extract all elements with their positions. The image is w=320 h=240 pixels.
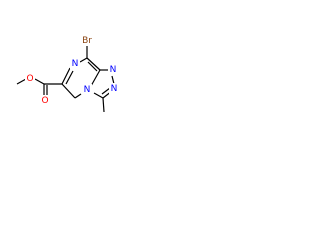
atom-n-triazole-2: N (111, 84, 118, 94)
bond-n7-c6-inner (65, 70, 74, 85)
bond-c3-methyl (102, 97, 105, 113)
atom-labels: Br N N N N O O (25, 35, 119, 106)
bond-n4-c8a (90, 69, 101, 87)
atom-n-triazole-1: N (110, 65, 117, 75)
atom-br: Br (82, 36, 92, 46)
bond-n2-c3-inner (101, 87, 111, 95)
molecule-structure: Br N N N N O O (16, 35, 119, 113)
atom-n-pyrazine: N (72, 59, 79, 69)
bond-carbonyl-o-ester (34, 78, 45, 85)
bond-c8-n7 (79, 57, 88, 63)
atom-n-bridge: N (84, 85, 91, 95)
bond-c8-c8a (86, 57, 101, 71)
bond-n7-c6 (61, 67, 71, 85)
bond-c3-n4 (93, 92, 104, 99)
atom-o-ester: O (26, 74, 33, 84)
bond-o-methyl (16, 78, 27, 85)
bond-c5-n4 (74, 93, 82, 99)
bond-n1-n2 (111, 75, 115, 85)
atom-o-carbonyl: O (41, 96, 48, 106)
bond-c6-c5 (61, 83, 76, 99)
bond-c8-c8a-inner (87, 61, 98, 72)
